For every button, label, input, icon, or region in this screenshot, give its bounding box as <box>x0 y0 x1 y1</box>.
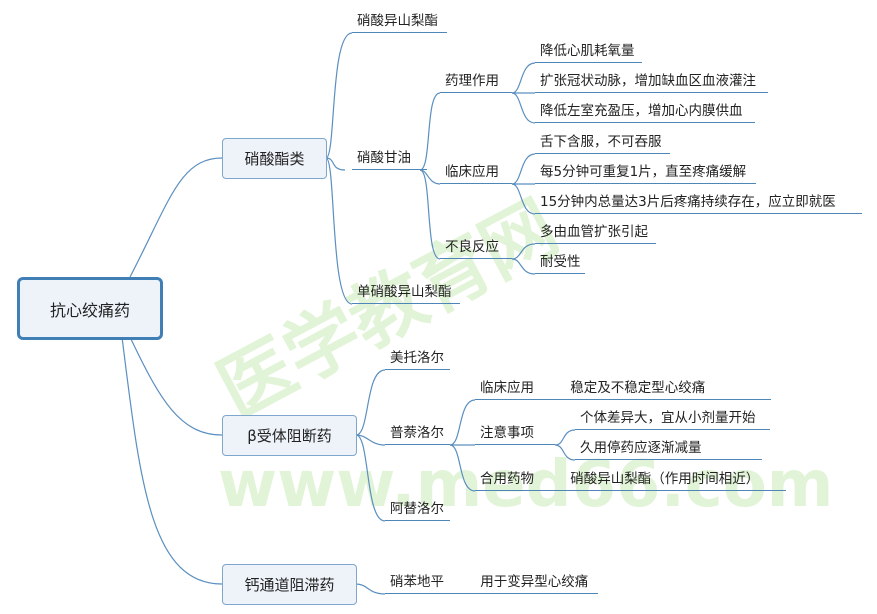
node-propranolol[interactable]: 普萘洛尔 <box>385 424 450 445</box>
list-item[interactable]: 扩张冠状动脉，增加缺血区血液灌注 <box>535 72 768 93</box>
node-nifedipine[interactable]: 硝苯地平 用于变异型心绞痛 <box>385 573 598 594</box>
node-beta-blockers[interactable]: β受体阻断药 <box>222 415 357 456</box>
node-propranolol-clinical[interactable]: 临床应用 稳定及不稳定型心绞痛 <box>475 379 771 400</box>
node-metoprolol[interactable]: 美托洛尔 <box>385 349 450 370</box>
node-label: 钙通道阻滞药 <box>244 576 335 594</box>
node-nitroglycerin[interactable]: 硝酸甘油 <box>352 149 427 170</box>
root-label: 抗心绞痛药 <box>49 300 130 320</box>
list-item[interactable]: 多由血管扩张引起 <box>535 223 656 244</box>
list-item[interactable]: 降低心肌耗氧量 <box>535 42 642 63</box>
node-label: 硝苯地平 <box>390 574 444 590</box>
node-precautions[interactable]: 注意事项 <box>475 424 555 445</box>
node-clinical-use[interactable]: 临床应用 <box>440 163 512 184</box>
node-combination[interactable]: 合用药物 硝酸异山梨酯（作用时间相近） <box>475 470 786 491</box>
node-value: 用于变异型心绞痛 <box>480 574 589 590</box>
node-isosorbide-dinitrate[interactable]: 硝酸异山梨酯 <box>352 12 447 33</box>
node-adverse-effects[interactable]: 不良反应 <box>440 238 512 259</box>
node-label: 合用药物 <box>480 471 534 487</box>
node-label: 硝酸酯类 <box>244 150 305 168</box>
node-isosorbide-mononitrate[interactable]: 单硝酸异山梨酯 <box>352 283 460 304</box>
list-item[interactable]: 15分钟内总量达3片后疼痛持续存在，应立即就医 <box>535 193 862 214</box>
node-atenolol[interactable]: 阿替洛尔 <box>385 500 450 521</box>
node-nitrates[interactable]: 硝酸酯类 <box>222 138 327 179</box>
list-item[interactable]: 耐受性 <box>535 253 585 274</box>
list-item[interactable]: 舌下含服，不可吞服 <box>535 133 670 154</box>
node-value: 硝酸异山梨酯（作用时间相近） <box>570 471 760 487</box>
node-ccb[interactable]: 钙通道阻滞药 <box>222 564 357 605</box>
node-value: 稳定及不稳定型心绞痛 <box>570 380 706 396</box>
list-item[interactable]: 久用停药应逐渐减量 <box>575 439 762 460</box>
list-item[interactable]: 降低左室充盈压，增加心内膜供血 <box>535 102 755 123</box>
list-item[interactable]: 每5分钟可重复1片，直至疼痛缓解 <box>535 163 756 184</box>
root-node[interactable]: 抗心绞痛药 <box>17 277 163 340</box>
node-label: β受体阻断药 <box>247 427 332 445</box>
list-item[interactable]: 个体差异大，宜从小剂量开始 <box>575 409 770 430</box>
node-pharmacology[interactable]: 药理作用 <box>440 72 512 93</box>
node-label: 临床应用 <box>480 380 534 396</box>
